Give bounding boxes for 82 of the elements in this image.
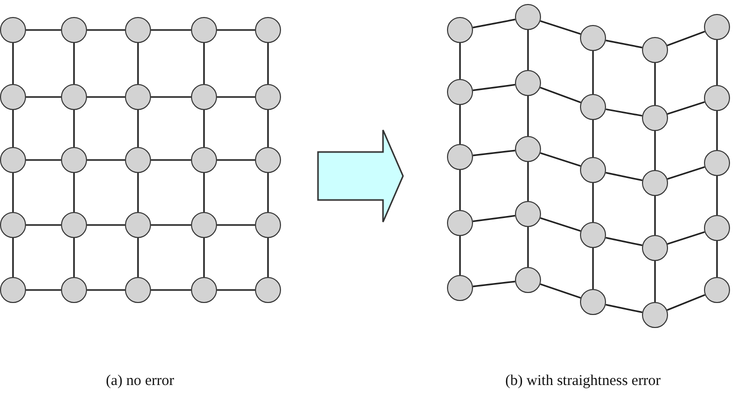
grid-line — [527, 227, 529, 267]
grid-line — [472, 18, 516, 28]
grid-line — [26, 289, 61, 291]
grid-line — [472, 150, 516, 156]
grid-line — [654, 63, 656, 105]
grid-line — [540, 20, 581, 35]
grid-line — [267, 43, 269, 84]
grid-line — [472, 280, 516, 288]
grid-line — [472, 84, 516, 92]
grid-line — [203, 43, 205, 84]
grid-line — [26, 96, 61, 98]
grid-line — [592, 248, 594, 289]
grid-line — [151, 96, 191, 98]
grid-line — [137, 110, 139, 147]
grid-line — [540, 152, 581, 167]
grid-line — [87, 96, 125, 98]
grid-line — [137, 238, 139, 277]
grid-line — [217, 289, 255, 291]
grid-line — [667, 101, 705, 115]
grid-line — [73, 43, 75, 84]
grid-line — [203, 238, 205, 277]
grid-line — [472, 214, 516, 222]
grid-line — [137, 43, 139, 84]
grid-line — [716, 176, 718, 215]
grid-line — [527, 30, 529, 70]
grid-line — [267, 238, 269, 277]
grid-line — [12, 173, 14, 212]
grid-line — [606, 304, 642, 314]
grid-line — [592, 51, 594, 94]
caption: (a) no error — [106, 372, 174, 391]
grid-line — [540, 86, 582, 104]
grid-line — [87, 289, 125, 291]
grid-line — [217, 96, 255, 98]
grid-line — [217, 159, 255, 161]
grid-line — [73, 238, 75, 277]
grid-line — [654, 261, 656, 302]
grid-line — [606, 108, 642, 117]
grid-line — [716, 40, 718, 85]
grid-line — [654, 196, 656, 235]
grid-line — [87, 159, 125, 161]
grid-line — [592, 120, 594, 157]
grid-line — [26, 159, 61, 161]
grid-line — [666, 30, 706, 46]
caption: (b) with straightness error — [505, 372, 661, 391]
grid-line — [667, 231, 705, 245]
grid-line — [73, 173, 75, 212]
grid-line — [606, 40, 642, 48]
grid-line — [26, 29, 61, 31]
grid-line — [606, 172, 642, 182]
grid-line — [527, 162, 529, 201]
grid-line — [654, 131, 656, 170]
grid-line — [151, 289, 191, 291]
grid-line — [716, 111, 718, 150]
grid-line — [267, 173, 269, 212]
grid-line — [459, 170, 461, 210]
grid-line — [667, 166, 705, 180]
grid-line — [592, 183, 594, 222]
grid-line — [540, 217, 581, 232]
grid-line — [87, 224, 125, 226]
grid-line — [459, 43, 461, 79]
grid-line — [527, 96, 529, 136]
grid-line — [12, 238, 14, 277]
grid-line — [151, 159, 191, 161]
grid-line — [217, 224, 255, 226]
grid-line — [267, 110, 269, 147]
grid-line — [151, 224, 191, 226]
grid-line — [203, 110, 205, 147]
grid-line — [716, 241, 718, 277]
grid-line — [12, 110, 14, 147]
grid-line — [137, 173, 139, 212]
grid-line — [151, 29, 191, 31]
grid-line — [12, 43, 14, 84]
grid-line — [459, 105, 461, 144]
grid-line — [540, 283, 581, 299]
grid-line — [73, 110, 75, 147]
grid-line — [459, 236, 461, 275]
grid-line — [606, 236, 642, 246]
grid-line — [87, 29, 125, 31]
grid-line — [26, 224, 61, 226]
grid-line — [666, 294, 706, 311]
grid-line — [217, 29, 255, 31]
grid-line — [203, 173, 205, 212]
